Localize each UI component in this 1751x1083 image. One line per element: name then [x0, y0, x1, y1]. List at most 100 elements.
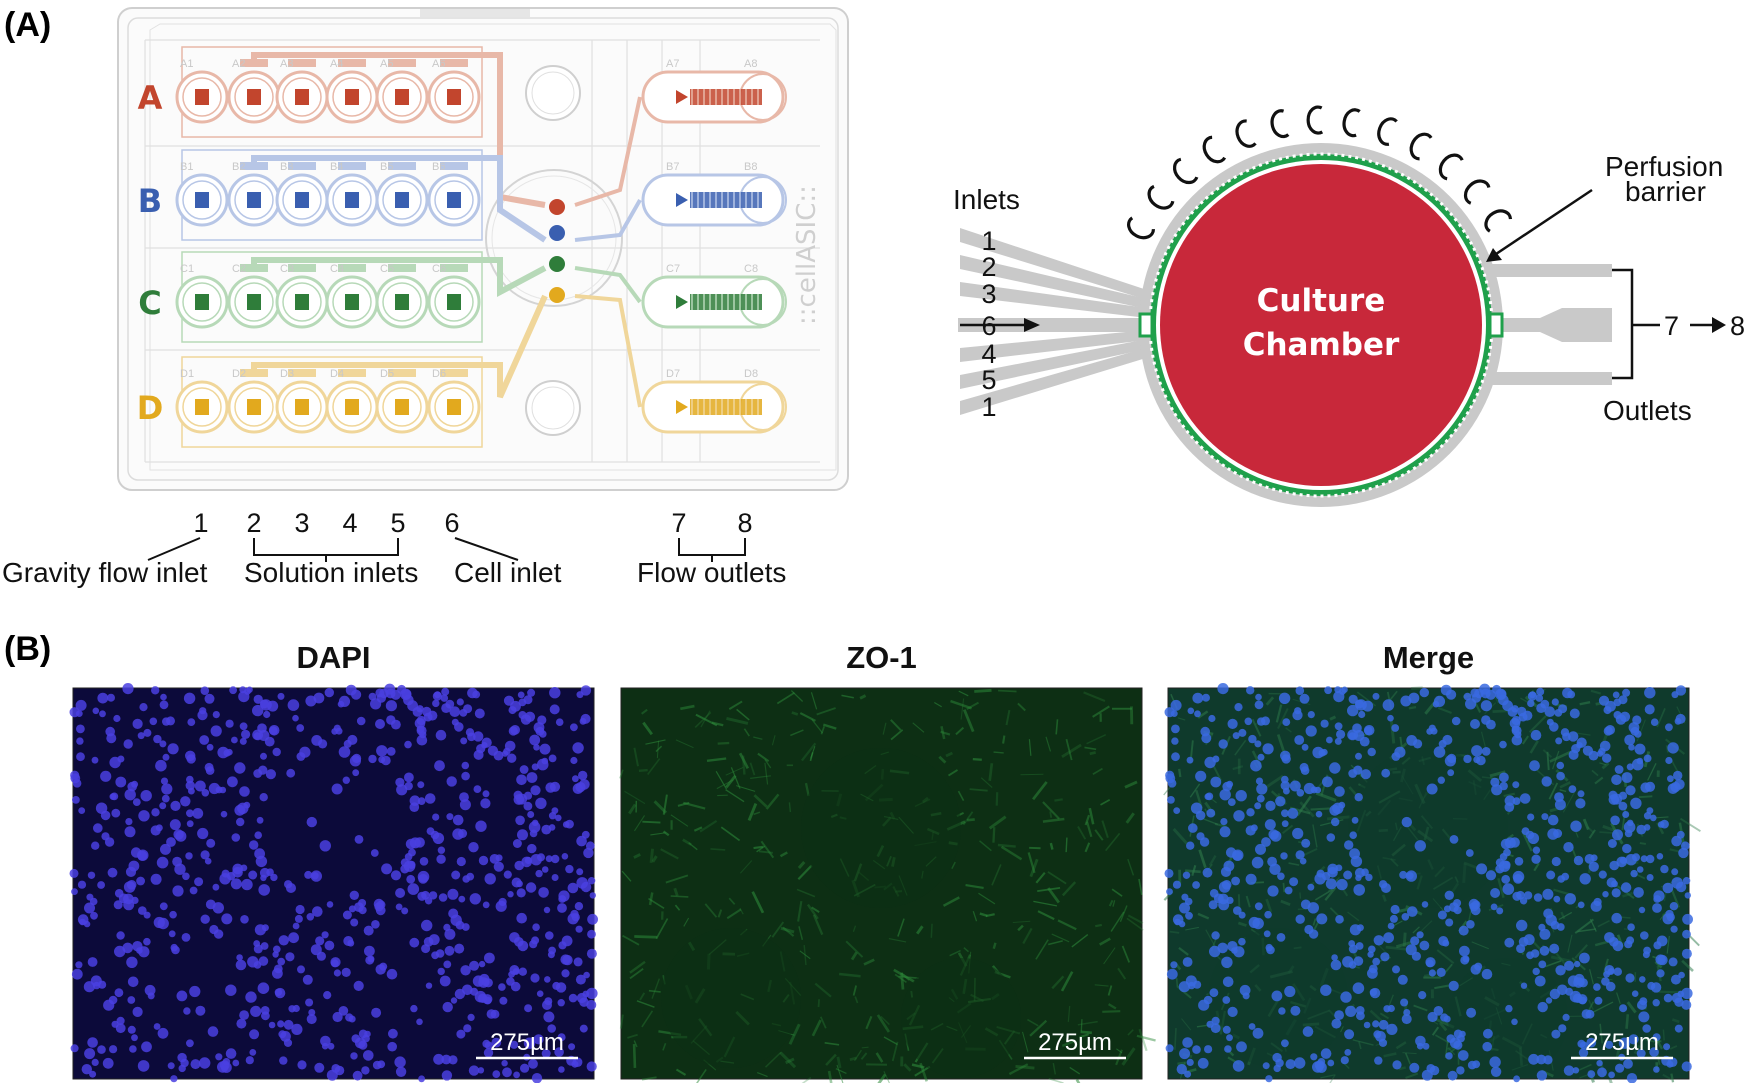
- nucleus: [1469, 902, 1479, 912]
- c-trap: [1438, 153, 1464, 181]
- zo1-junction: [1574, 918, 1594, 934]
- nucleus: [1557, 984, 1568, 996]
- zo1-junction: [1402, 932, 1407, 947]
- nucleus: [352, 1070, 363, 1081]
- nucleus: [1470, 964, 1481, 975]
- nucleus: [91, 841, 100, 850]
- nucleus: [209, 924, 219, 935]
- zo1-junction: [1268, 692, 1283, 695]
- nucleus: [1352, 723, 1362, 733]
- zo1-junction: [1237, 921, 1247, 927]
- nucleus: [1416, 931, 1424, 939]
- well-square: [395, 399, 409, 415]
- nucleus: [1612, 829, 1623, 841]
- well-square: [295, 192, 309, 208]
- nucleus: [503, 695, 515, 706]
- zo1-junction: [629, 968, 644, 980]
- nucleus: [1254, 902, 1263, 911]
- nucleus: [586, 987, 598, 1000]
- well-inner: [282, 387, 322, 427]
- nucleus: [188, 787, 195, 795]
- nucleus: [1622, 811, 1630, 818]
- nucleus: [1660, 864, 1669, 874]
- zo1-junction: [1071, 933, 1089, 948]
- nucleus: [206, 743, 214, 751]
- nucleus: [480, 798, 491, 809]
- well-square: [447, 192, 461, 208]
- zo1-junction: [974, 688, 992, 693]
- nucleus: [568, 993, 578, 1003]
- zo1-junction: [645, 739, 666, 745]
- zo1-junction: [957, 790, 965, 801]
- well-square: [395, 294, 409, 310]
- nucleus: [170, 800, 181, 812]
- zo1-junction: [1574, 944, 1588, 959]
- zo1-junction: [1489, 770, 1506, 778]
- well-id: C3: [280, 263, 294, 275]
- zo1-junction: [1619, 916, 1631, 919]
- well-channel-stub: [240, 369, 268, 377]
- nucleus: [1657, 821, 1665, 828]
- nucleus: [349, 755, 361, 767]
- nucleus: [527, 811, 535, 818]
- nucleus: [109, 756, 121, 769]
- nucleus: [484, 1041, 493, 1050]
- zo1-junction: [1447, 1047, 1456, 1056]
- nucleus: [1210, 1023, 1221, 1034]
- nucleus: [215, 1053, 223, 1061]
- nucleus: [1391, 724, 1400, 732]
- nucleus: [533, 1034, 544, 1045]
- zo1-junction: [753, 811, 761, 816]
- nucleus: [376, 745, 388, 757]
- nucleus: [1381, 768, 1391, 778]
- nucleus: [507, 753, 517, 763]
- well-id: C2: [232, 263, 246, 275]
- nucleus: [517, 829, 528, 841]
- nucleus: [1499, 781, 1508, 791]
- nucleus: [1567, 975, 1580, 987]
- nucleus: [87, 1037, 98, 1048]
- zo1-junction: [841, 694, 854, 699]
- zo1-junction: [1061, 1039, 1076, 1047]
- nucleus: [151, 686, 160, 695]
- nucleus: [1516, 890, 1525, 900]
- nucleus: [265, 769, 276, 780]
- nucleus: [1505, 1004, 1513, 1013]
- nucleus: [1628, 1034, 1639, 1045]
- well-id: B3: [280, 161, 293, 173]
- nucleus: [107, 867, 118, 878]
- nucleus: [1354, 699, 1364, 709]
- zo1-junction: [882, 722, 887, 735]
- nucleus: [1536, 687, 1545, 696]
- zo1-junction: [1670, 1073, 1675, 1083]
- nucleus: [1222, 976, 1234, 988]
- well-inner: [234, 77, 274, 117]
- zo1-junction: [1542, 749, 1553, 758]
- nucleus: [1165, 1044, 1174, 1053]
- nucleus: [1347, 704, 1359, 717]
- well-channel-stub: [240, 264, 268, 272]
- nucleus: [1256, 794, 1265, 803]
- zo1-junction: [642, 820, 661, 824]
- nucleus: [576, 691, 584, 699]
- c-trap: [1377, 117, 1398, 146]
- nucleus: [1307, 883, 1315, 891]
- nucleus: [327, 1042, 335, 1050]
- nucleus: [147, 992, 155, 1000]
- zo1-junction: [683, 917, 690, 927]
- zo1-junction: [1054, 798, 1063, 802]
- nucleus: [440, 694, 449, 702]
- nucleus: [1466, 1007, 1477, 1018]
- zo1-junction: [1105, 832, 1121, 852]
- nucleus: [1301, 743, 1309, 751]
- nucleus: [541, 866, 549, 873]
- well-square: [345, 294, 359, 310]
- zo1-junction: [1528, 715, 1547, 734]
- nucleus: [466, 872, 475, 881]
- nucleus: [1597, 1067, 1607, 1078]
- nucleus: [204, 857, 212, 865]
- nucleus: [1252, 1027, 1264, 1039]
- c-trap: [1342, 108, 1361, 138]
- zo1-junction: [779, 851, 788, 858]
